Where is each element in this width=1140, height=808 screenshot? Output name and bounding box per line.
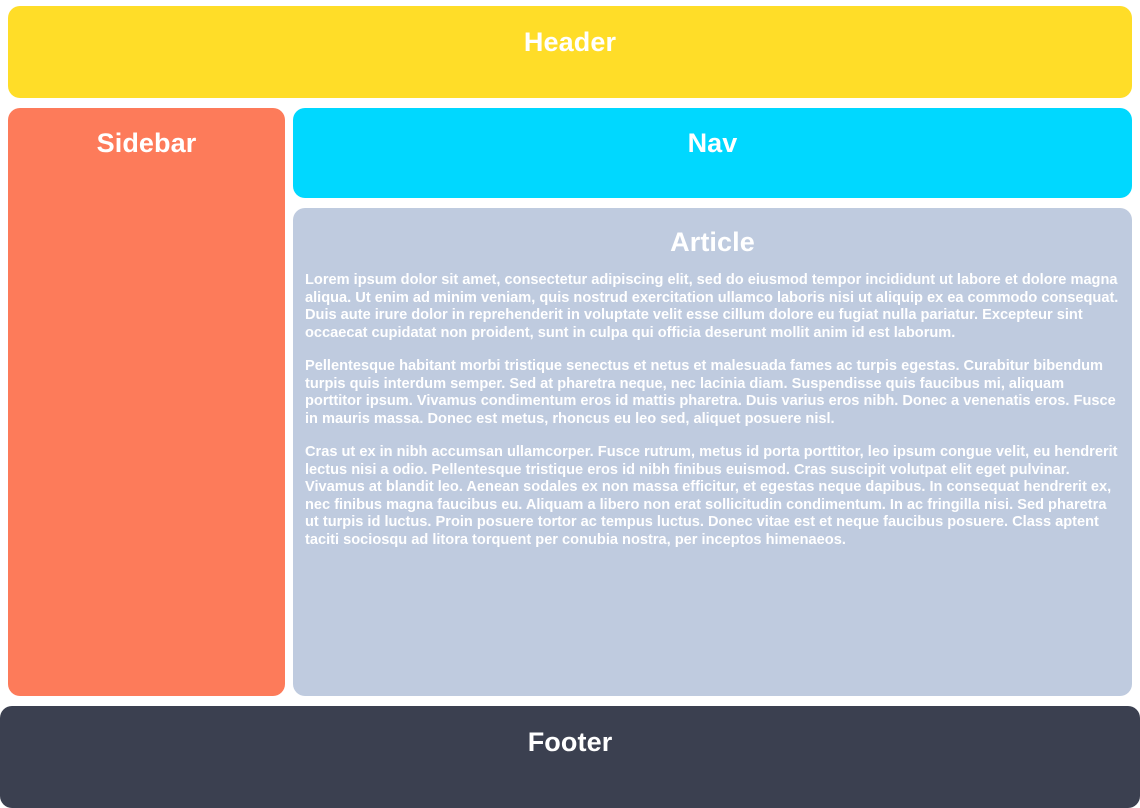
header-title: Header — [523, 27, 617, 57]
nav-title: Nav — [687, 128, 738, 158]
sidebar-region: Sidebar — [8, 108, 285, 696]
article-region: Article Lorem ipsum dolor sit amet, cons… — [293, 208, 1132, 696]
footer-title: Footer — [527, 727, 613, 757]
footer-slot: Footer — [0, 706, 1140, 808]
header-region: Header — [8, 6, 1132, 98]
article-paragraph: Pellentesque habitant morbi tristique se… — [305, 358, 1116, 427]
footer-region: Footer — [0, 706, 1140, 808]
sidebar-title: Sidebar — [96, 128, 197, 158]
article-title: Article — [670, 227, 755, 257]
article-paragraph: Lorem ipsum dolor sit amet, consectetur … — [305, 272, 1119, 341]
article-paragraph: Cras ut ex in nibh accumsan ullamcorper.… — [305, 444, 1118, 548]
nav-region: Nav — [293, 108, 1132, 198]
